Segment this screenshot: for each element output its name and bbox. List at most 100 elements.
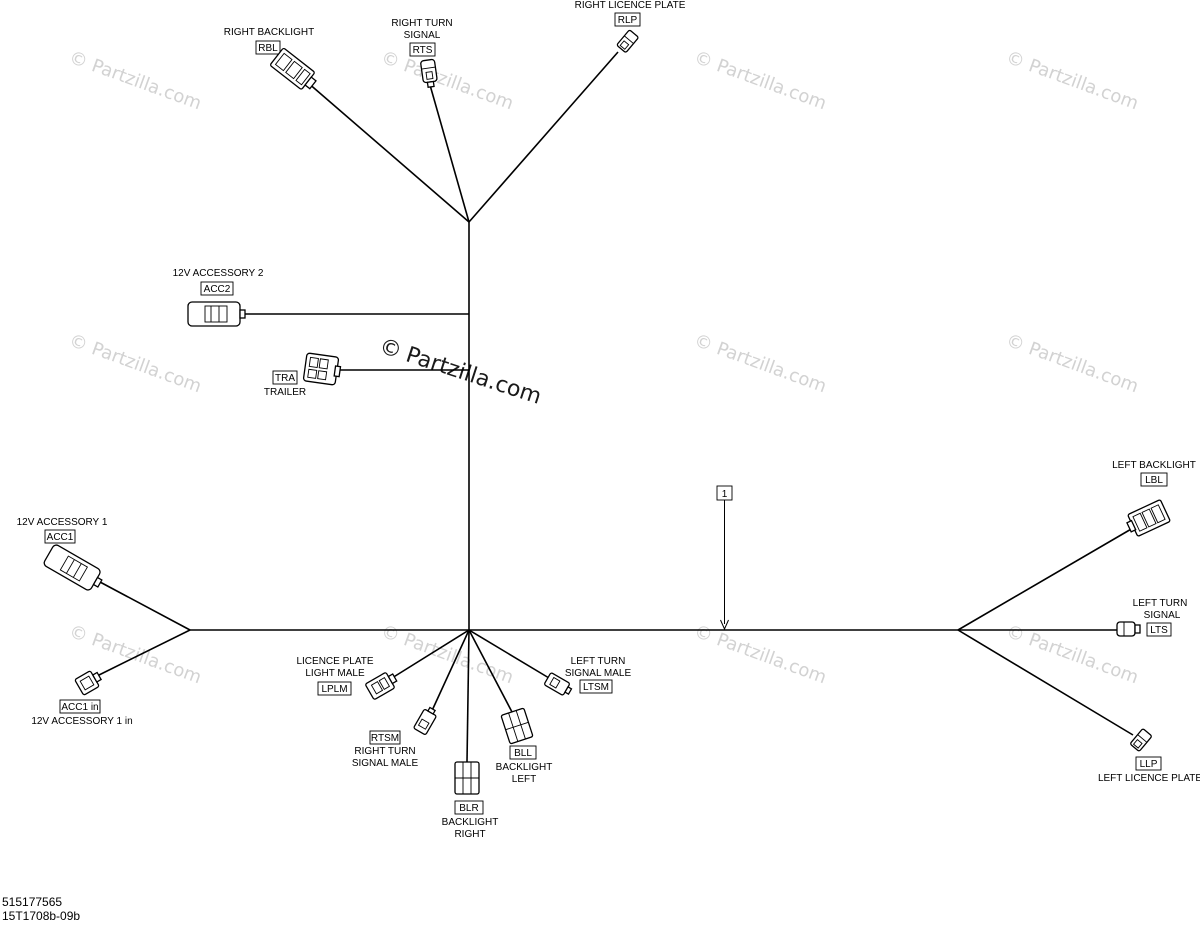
watermark: © Partzilla.com — [691, 330, 829, 397]
connector-name-line2: LEFT — [512, 774, 536, 785]
watermark: © Partzilla.com — [691, 621, 829, 688]
wire-rtsm — [429, 629, 470, 716]
wire-bll — [468, 629, 513, 713]
wire-lbl — [957, 527, 1134, 631]
drawing-footer: 515177565 15T1708b-09b — [2, 895, 80, 923]
wire-llp — [957, 629, 1134, 736]
wire-ltsm — [468, 629, 550, 679]
connector-plug-icon — [365, 672, 398, 700]
connector-code: LBL — [1145, 475, 1163, 486]
connector-plug-icon — [187, 301, 246, 327]
connector-code-box — [509, 745, 537, 760]
watermark: © Partzilla.com — [66, 330, 204, 397]
connector-name: LEFT LICENCE PLATE — [1098, 773, 1200, 784]
wire-acc1 — [99, 581, 191, 631]
connector-acc2[interactable]: 12V ACCESSORY 2 ACC2 — [173, 268, 264, 327]
connector-code: RBL — [258, 43, 278, 54]
connector-llp[interactable]: LLP LEFT LICENCE PLATE — [1098, 728, 1200, 784]
watermark: © Partzilla.com — [1003, 330, 1141, 397]
callout-1: 1 — [716, 485, 733, 631]
connector-code: LTSM — [583, 682, 609, 693]
drawing-reference: 15T1708b-09b — [2, 909, 80, 923]
connector-code-box — [1135, 756, 1162, 771]
connector-code: LPLM — [321, 684, 347, 695]
connector-plug-icon — [420, 58, 438, 89]
watermark-symbol: © — [66, 330, 90, 356]
connector-acc1[interactable]: 12V ACCESSORY 1 ACC1 — [17, 517, 108, 594]
watermark-text: Partzilla.com — [714, 338, 829, 397]
watermark-text: Partzilla.com — [89, 55, 204, 114]
connector-code-box — [409, 42, 436, 57]
watermark-text: Partzilla.com — [1026, 629, 1141, 688]
wire-blr — [466, 629, 470, 763]
connector-ltsm[interactable]: LEFT TURN SIGNAL MALE LTSM — [544, 656, 632, 698]
connector-plug-icon — [1116, 621, 1141, 637]
watermark-symbol: © — [378, 47, 402, 73]
connector-code: RTS — [413, 45, 433, 56]
connector-plug-icon — [1130, 728, 1152, 752]
connector-plug-icon — [500, 707, 534, 745]
connector-name-line2: LIGHT MALE — [305, 668, 365, 679]
connector-rts[interactable]: RIGHT TURN SIGNAL RTS — [391, 18, 453, 89]
watermark-text: Partzilla.com — [401, 55, 516, 114]
connector-rbl[interactable]: RIGHT BACKLIGHT RBL — [224, 27, 320, 93]
wire-acc1in — [96, 629, 191, 677]
connector-bll[interactable]: BLL BACKLIGHT LEFT — [496, 707, 553, 785]
connector-name-line2: SIGNAL MALE — [565, 668, 632, 679]
connector-name: TRAILER — [264, 387, 306, 398]
connector-code-box — [200, 281, 234, 296]
part-number: 515177565 — [2, 895, 62, 909]
connector-blr[interactable]: BLR BACKLIGHT RIGHT — [442, 761, 499, 840]
connector-code: BLL — [514, 748, 532, 759]
connector-plug-icon — [302, 352, 342, 386]
connector-plug-icon — [544, 672, 573, 696]
connector-code: RLP — [618, 15, 638, 26]
connector-name-line1: LICENCE PLATE — [296, 656, 373, 667]
watermark: © Partzilla.com — [1003, 47, 1141, 114]
connector-lbl[interactable]: LEFT BACKLIGHT LBL — [1112, 460, 1196, 538]
connector-code: BLR — [459, 803, 478, 814]
watermark-symbol: © — [66, 47, 90, 73]
connector-plug-icon — [1126, 499, 1171, 537]
connector-code-box — [59, 699, 101, 714]
connector-name: LEFT BACKLIGHT — [1112, 460, 1196, 471]
watermark-text: Partzilla.com — [89, 629, 204, 688]
connector-code-box — [614, 12, 641, 27]
connector-rlp[interactable]: RIGHT LICENCE PLATE RLP — [575, 0, 686, 53]
connector-code-box — [1140, 472, 1168, 487]
connector-name: RIGHT BACKLIGHT — [224, 27, 314, 38]
connector-name-line1: LEFT TURN — [1133, 598, 1188, 609]
connector-code-box — [44, 529, 76, 544]
connector-lplm[interactable]: LICENCE PLATE LIGHT MALE LPLM — [296, 656, 399, 700]
connector-code: LTS — [1150, 625, 1168, 636]
connector-code-box — [255, 40, 281, 55]
watermark-symbol: © — [691, 330, 715, 356]
watermark-text: Partzilla.com — [714, 55, 829, 114]
connector-name-line2: SIGNAL — [1144, 610, 1181, 621]
connector-name: RIGHT LICENCE PLATE — [575, 0, 686, 11]
watermark-text: Partzilla.com — [1026, 55, 1141, 114]
callout-arrow-icon — [720, 619, 729, 631]
connector-code: RTSM — [371, 733, 399, 744]
wire-rlp — [468, 51, 619, 223]
connector-name: 12V ACCESSORY 1 in — [31, 716, 132, 727]
connector-lts[interactable]: LEFT TURN SIGNAL LTS — [1116, 598, 1188, 637]
watermark-text: Partzilla.com — [89, 338, 204, 397]
connector-code-box — [579, 679, 613, 694]
watermark-symbol: © — [1003, 47, 1027, 73]
connector-acc1-in[interactable]: ACC1 in 12V ACCESSORY 1 in — [31, 668, 133, 727]
connector-code: ACC2 — [204, 284, 231, 295]
connector-code-box — [1146, 622, 1172, 637]
watermark: © Partzilla.com — [378, 47, 516, 114]
connector-code-box — [317, 681, 352, 696]
harness-wires — [96, 51, 1134, 763]
connector-name-line2: RIGHT — [454, 829, 485, 840]
connector-name-line1: BACKLIGHT — [442, 817, 499, 828]
connector-name: 12V ACCESSORY 1 — [17, 517, 108, 528]
connector-tra[interactable]: TRA TRAILER — [264, 352, 342, 398]
watermark-symbol: © — [1003, 621, 1027, 647]
watermark-center: © Partzilla.com — [376, 334, 544, 410]
connector-name-line2: SIGNAL MALE — [352, 758, 419, 769]
connector-rtsm[interactable]: RTSM RIGHT TURN SIGNAL MALE — [352, 706, 439, 769]
